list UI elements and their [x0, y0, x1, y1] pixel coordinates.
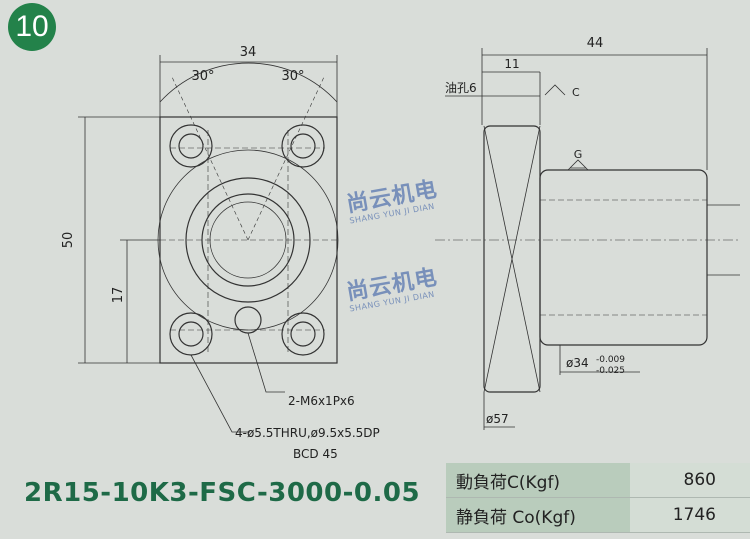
dynamic-load-label: 動負荷C(Kgf) [446, 463, 630, 498]
tap-note: 2-M6x1Px6 [288, 394, 355, 408]
datum-c-symbol [544, 84, 566, 96]
width-label: 34 [240, 45, 257, 60]
mount-hole-tl-inner [178, 133, 204, 159]
side-body [539, 169, 708, 346]
screw-stub [707, 204, 740, 276]
datum-g-label: G [574, 148, 583, 161]
static-load-label: 静負荷 Co(Kgf) [446, 497, 630, 533]
screw-circle [209, 201, 287, 279]
flange-dia-label: ø57 [486, 412, 509, 426]
flange-label: 11 [504, 57, 519, 71]
datum-g-symbol [567, 159, 589, 171]
tolerance-lower: -0.025 [596, 366, 625, 376]
flange-cross [483, 125, 541, 393]
dynamic-load-value: 860 [630, 463, 750, 498]
static-load-value: 1746 [630, 497, 750, 533]
bcd-arc [159, 62, 338, 103]
fit-label: ø34 [566, 356, 589, 370]
body-hidden-lines [540, 199, 707, 316]
note-leaders [190, 332, 285, 433]
height-label: 50 [61, 232, 76, 249]
hole-note: 4-ø5.5THRU,ø9.5x5.5DP [235, 426, 380, 440]
flange-dimension [482, 71, 541, 125]
center-height-label: 17 [111, 287, 126, 304]
table-row: 動負荷C(Kgf) 860 [446, 463, 750, 498]
oil-hole-label: 油孔6 [445, 81, 477, 95]
nut-inner-circle [201, 193, 295, 287]
height-dimension [78, 116, 160, 364]
length-extension-lines [481, 48, 708, 170]
width-extension-lines [159, 55, 338, 117]
fit-leader [559, 345, 640, 375]
datum-c-label: C [572, 86, 580, 99]
mount-hole-br-outer [281, 312, 325, 356]
length-label: 44 [587, 36, 604, 51]
model-number: 2R15-10K3-FSC-3000-0.05 [24, 478, 421, 508]
section-number-badge: 10 [8, 3, 56, 51]
mount-hole-tl-outer [169, 124, 213, 168]
angle-right-label: 30° [281, 69, 304, 84]
tolerance-upper: -0.009 [596, 355, 625, 365]
vertical-center-lines [207, 130, 289, 355]
mount-hole-tr-inner [290, 133, 316, 159]
mount-hole-bl-outer [169, 312, 213, 356]
angle-left-label: 30° [191, 69, 214, 84]
angle-lines [171, 76, 325, 241]
load-rating-table: 動負荷C(Kgf) 860 静負荷 Co(Kgf) 1746 [446, 463, 750, 533]
mount-hole-br-inner [290, 321, 316, 347]
mount-hole-tr-outer [281, 124, 325, 168]
tapped-hole [234, 306, 262, 334]
flange-dia-leader [483, 392, 515, 430]
mount-hole-bl-inner [178, 321, 204, 347]
center-height-dimension [120, 239, 160, 363]
nut-outer-circle [185, 177, 311, 303]
table-row: 静負荷 Co(Kgf) 1746 [446, 497, 750, 533]
bcd-note: BCD 45 [293, 447, 338, 461]
